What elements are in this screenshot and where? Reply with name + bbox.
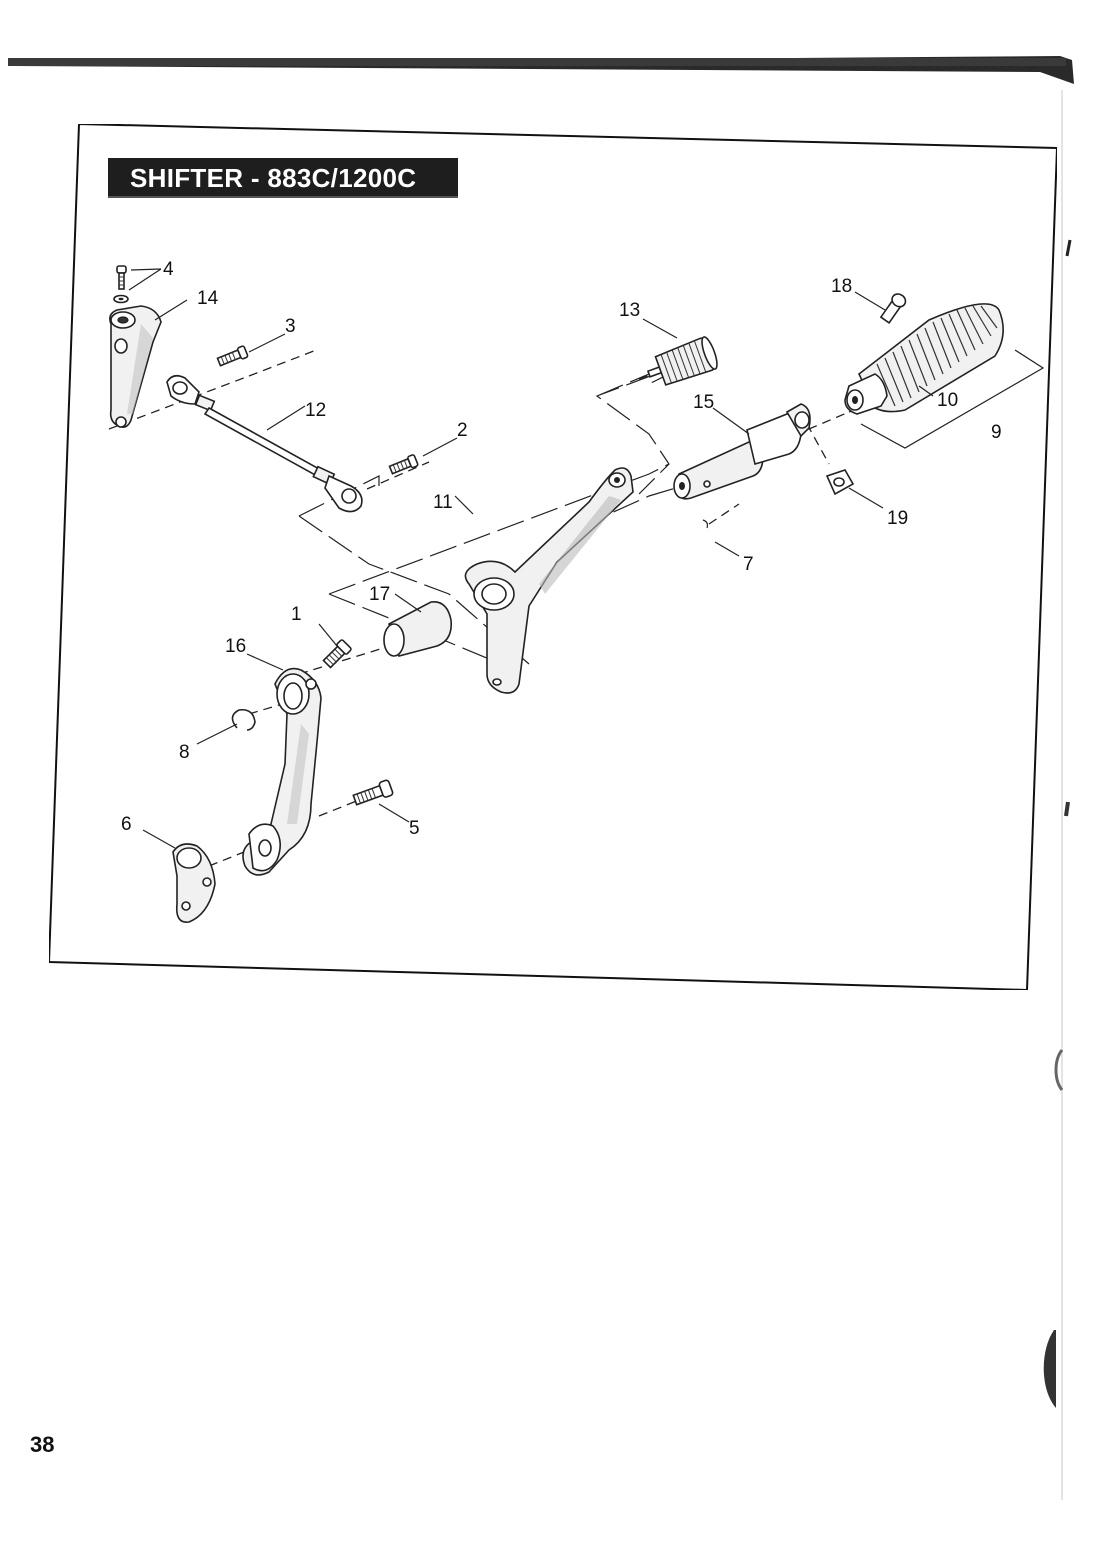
part-6-bracket	[172, 843, 216, 923]
part-17-bushing	[383, 601, 453, 657]
page-title: SHIFTER - 883C/1200C	[108, 158, 458, 198]
part-18-pin	[879, 293, 907, 324]
part-10-footpeg	[844, 303, 1004, 415]
part-14-shift-lever	[109, 305, 162, 428]
exploded-brackets	[298, 353, 710, 665]
part-8-retaining-ring	[231, 708, 256, 731]
part-16-heel-shift-lever	[242, 667, 322, 876]
part-3-screw	[216, 345, 249, 367]
part-2-screw	[388, 454, 419, 475]
callout-19: 19	[887, 508, 908, 529]
page-number: 38	[30, 1432, 55, 1457]
callout-8: 8	[179, 742, 190, 763]
callout-18: 18	[831, 276, 852, 297]
callout-16: 16	[225, 636, 246, 657]
part-15-footpeg-mount	[673, 403, 811, 500]
part-11-shift-lever-arm	[464, 467, 634, 694]
callout-11: 11	[433, 492, 453, 513]
callout-leaders	[128, 268, 934, 849]
callout-6: 6	[121, 814, 132, 835]
callout-1: 1	[291, 604, 302, 625]
part-7-cotter-pin	[702, 519, 709, 529]
callout-10: 10	[937, 390, 958, 411]
part-1-screw	[322, 639, 352, 669]
callout-15: 15	[693, 392, 714, 413]
callout-2: 2	[457, 420, 468, 441]
callout-14: 14	[197, 288, 219, 309]
part-13-shift-peg	[646, 336, 718, 386]
callout-5: 5	[409, 818, 420, 839]
callout-12: 12	[305, 400, 326, 421]
exploded-view-diagram: 4 14 3 13 18 15 10 9 12 2 11 19 7 17 1 1…	[49, 124, 1057, 990]
part-4-screw-washer	[113, 265, 129, 304]
callout-labels: 4 14 3 13 18 15 10 9 12 2 11 19 7 17 1 1…	[121, 259, 1002, 839]
part-9-bracket-line	[860, 349, 1045, 449]
page-edge-artifacts	[1043, 90, 1072, 1500]
part-19-washer	[825, 469, 855, 496]
callout-3: 3	[285, 316, 296, 337]
callout-17: 17	[369, 584, 390, 605]
callout-7: 7	[743, 554, 754, 575]
callout-9: 9	[991, 422, 1002, 443]
part-5-screw	[352, 779, 394, 806]
callout-4: 4	[163, 259, 174, 280]
part-12-shift-rod	[166, 374, 363, 513]
top-rule	[8, 56, 1074, 84]
callout-13: 13	[619, 300, 640, 321]
